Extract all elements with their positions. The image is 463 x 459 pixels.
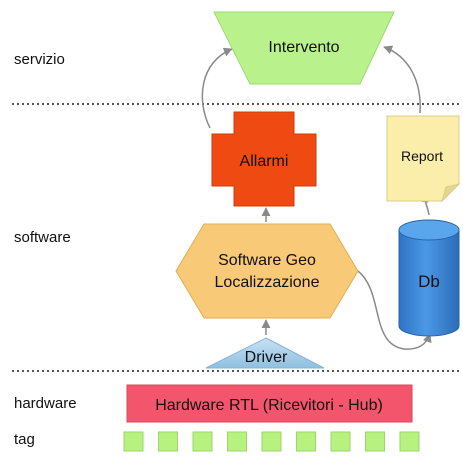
tag-row [123,431,420,452]
layer-label-service: servizio [14,51,65,68]
report-node: Report [386,115,461,203]
hardware-rtl-node: Hardware RTL (Ricevitori - Hub) [126,384,413,423]
geo-software-label-line1: Software Geo [218,252,316,269]
tag-square [158,431,178,452]
report-label: Report [401,148,443,164]
arrow-geo-to-db [357,270,432,350]
intervention-label: Intervento [268,39,339,56]
db-label: Db [418,272,440,291]
tag-square [365,431,385,452]
layer-label-tag: tag [14,431,35,448]
driver-node: Driver [205,337,325,369]
tag-square [123,431,144,452]
alarms-label: Allarmi [240,153,289,170]
arrow-alarms-to-intervention [201,47,233,129]
tag-square [192,431,213,452]
alarms-node: Allarmi [211,111,317,207]
geo-software-node: Software Geo Localizzazione [175,223,359,319]
arrow-report-to-intervention [383,45,421,114]
tag-square [261,431,282,452]
hardware-rtl-label: Hardware RTL (Ricevitori - Hub) [155,397,383,414]
tag-square [296,431,316,452]
layer-label-hardware: hardware [14,395,77,412]
intervention-node: Intervento [213,11,395,85]
layer-label-software: software [14,229,71,246]
db-node: Db [398,219,460,337]
tag-square [330,431,351,452]
driver-label: Driver [245,349,288,366]
geo-software-label-line2: Localizzazione [215,274,320,291]
tag-square [399,431,420,452]
tag-square [227,431,247,452]
